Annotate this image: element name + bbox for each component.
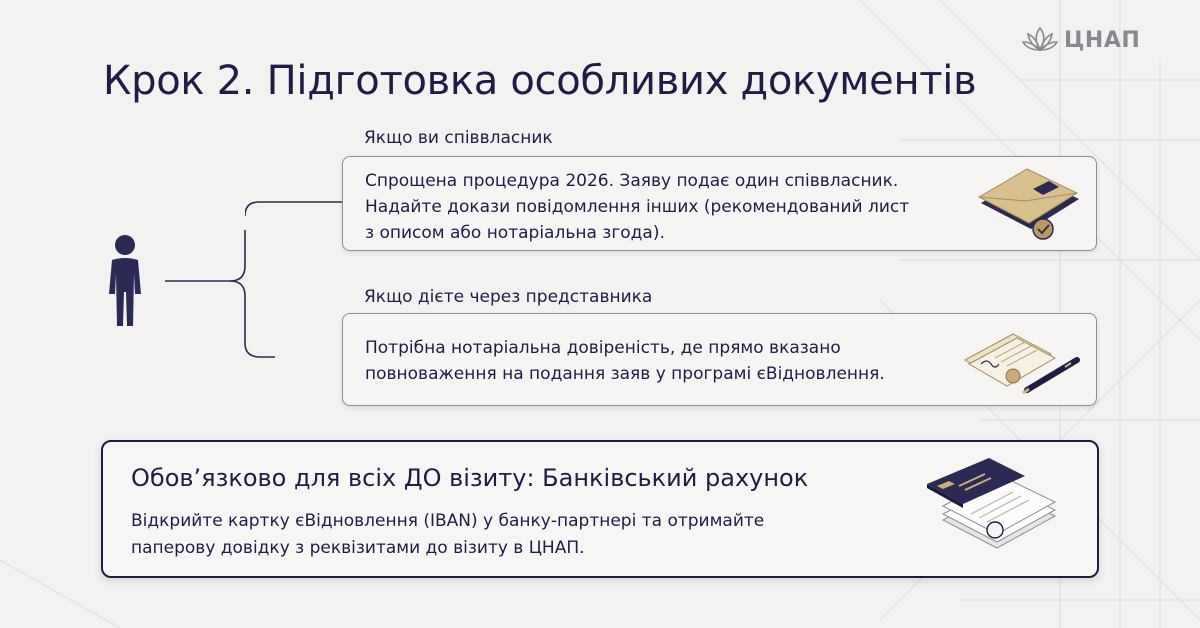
representative-text: Потрібна нотаріальна довіреність, де пря… [365,335,885,387]
document-pen-icon [963,333,1080,395]
co-owner-card: Спрощена процедура 2026. Заяву подає оди… [342,156,1097,251]
mandatory-line-1: Відкрийте картку єВідновлення (IBAN) у б… [131,511,765,531]
co-owner-text: Спрощена процедура 2026. Заяву подає оди… [365,168,909,246]
mandatory-line-2: паперову довідку з реквізитами до візиту… [131,538,585,558]
lotus-icon [1022,26,1058,52]
bank-card-documents-icon [927,458,1057,549]
person-icon [109,235,141,326]
co-owner-line-2: Надайте докази повідомлення інших (реком… [365,197,910,217]
representative-line-2: повноваження на подання заяв у програмі … [365,364,885,384]
branch-1-label: Якщо ви співвласник [364,128,553,148]
mandatory-bank-account-card: Обов’язково для всіх ДО візиту: Банківсь… [101,440,1099,578]
mandatory-text: Відкрийте картку єВідновлення (IBAN) у б… [131,508,764,562]
branch-line-top-end [245,201,345,216]
envelope-seal-icon [977,168,1079,240]
co-owner-line-1: Спрощена процедура 2026. Заяву подає оди… [365,171,899,191]
cnap-logo: ЦНАП [1022,26,1140,54]
mandatory-title: Обов’язково для всіх ДО візиту: Банківсь… [131,464,809,492]
co-owner-line-3: з описом або нотаріальна згода). [365,223,665,243]
branch-diagram [109,230,275,358]
branch-line-bottom [229,280,275,358]
logo-text: ЦНАП [1064,27,1141,53]
branch-2-label: Якщо дієте через представника [364,287,653,307]
representative-card: Потрібна нотаріальна довіреність, де пря… [342,313,1097,406]
page-title: Крок 2. Підготовка особливих документів [103,58,977,104]
representative-line-1: Потрібна нотаріальна довіреність, де пря… [365,338,841,358]
branch-line-top [229,230,246,282]
